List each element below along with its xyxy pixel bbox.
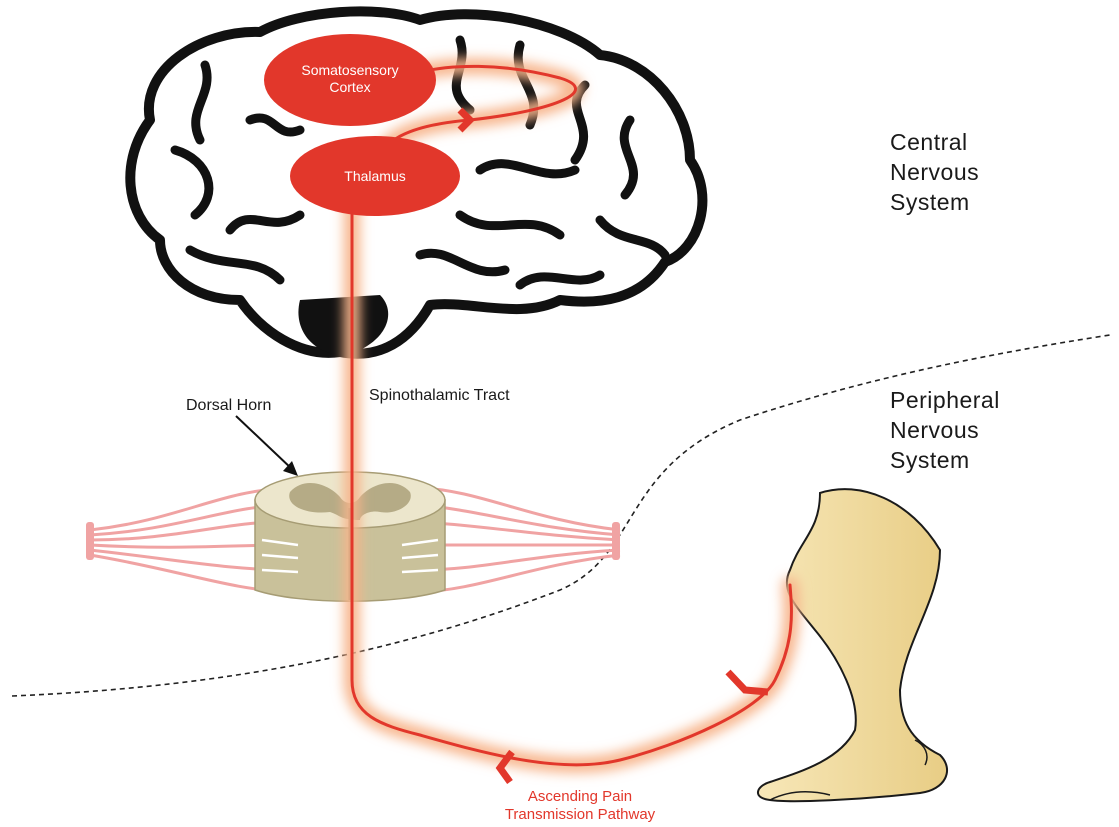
- ascending-pain-pathway-label: Ascending Pain Transmission Pathway: [470, 788, 690, 824]
- chevron-leg: [728, 672, 768, 692]
- peripheral-nervous-system-label: Peripheral Nervous System: [890, 385, 1000, 475]
- dorsal-horn-label: Dorsal Horn: [186, 396, 271, 416]
- nerve-end-right: [612, 522, 620, 560]
- dorsal-horn-arrow: [236, 416, 298, 476]
- spinothalamic-tract-label: Spinothalamic Tract: [369, 386, 510, 406]
- somatosensory-cortex-label: Somatosensory Cortex: [264, 62, 436, 96]
- central-nervous-system-label: Central Nervous System: [890, 127, 979, 217]
- thalamus-label: Thalamus: [290, 168, 460, 185]
- nerve-end-left: [86, 522, 94, 560]
